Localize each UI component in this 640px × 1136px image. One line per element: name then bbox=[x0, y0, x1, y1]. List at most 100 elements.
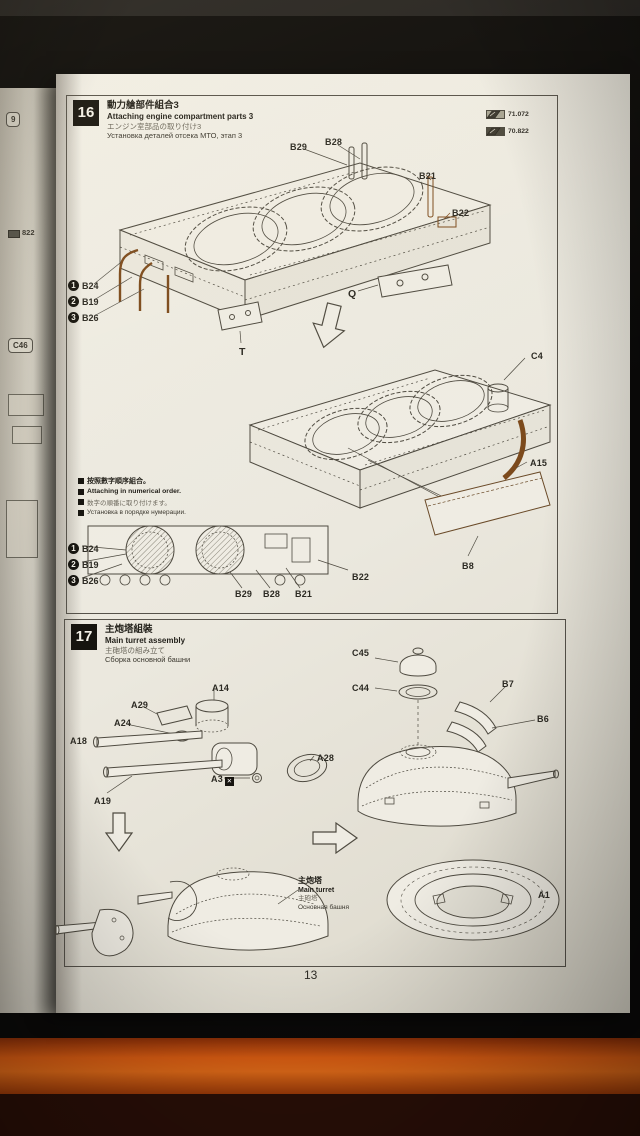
part-label-b6: B6 bbox=[537, 714, 549, 724]
part-label-b21: B21 bbox=[419, 171, 437, 181]
assembled-turret-drawing bbox=[137, 867, 329, 951]
table-surface-dark bbox=[0, 1094, 640, 1136]
turret-note-zh: 主炮塔 bbox=[298, 876, 322, 885]
turret-body bbox=[357, 744, 559, 827]
step16-titles: 動力艙部件組合3 Attaching engine compartment pa… bbox=[107, 100, 253, 141]
part-label-b19: B19 bbox=[82, 296, 99, 307]
ordered-part-2: 2 B19 bbox=[68, 296, 99, 307]
step16-header: 16 動力艙部件組合3 Attaching engine compartment… bbox=[73, 100, 253, 141]
part-b7-rail bbox=[454, 685, 507, 735]
note-line-ja: 数字の順番に取り付けます。 bbox=[78, 497, 186, 507]
note-text-ru: Установка в порядке нумерации. bbox=[87, 509, 186, 516]
rod-parts-b24-b19-b26 bbox=[93, 248, 170, 317]
assembly-arrow-down-icon bbox=[104, 812, 134, 853]
part-label-b7: B7 bbox=[502, 679, 514, 689]
note-line-ru: Установка в порядке нумерации. bbox=[78, 509, 186, 516]
part-b8-plate bbox=[424, 471, 551, 557]
part-label-a19: A19 bbox=[94, 796, 112, 806]
part-a14-drum bbox=[195, 690, 229, 733]
ordered-part-3: 3 B26 bbox=[68, 575, 99, 586]
part-label-b28: B28 bbox=[325, 137, 343, 147]
brush-icon bbox=[486, 127, 501, 136]
part-label-c4: C4 bbox=[531, 351, 543, 361]
pipe-parts-b29-b28 bbox=[303, 142, 368, 180]
part-label-b29-bottom: B29 bbox=[235, 589, 253, 599]
order-number-icon: 1 bbox=[68, 543, 79, 554]
ordered-part-1: 1 B24 bbox=[68, 543, 99, 554]
step17-title-en: Main turret assembly bbox=[105, 635, 186, 645]
part-label-b19: B19 bbox=[82, 559, 99, 570]
leader-lines bbox=[81, 545, 349, 589]
part-label-b28-bottom: B28 bbox=[263, 589, 281, 599]
paint-callout-1: 71.072 bbox=[486, 110, 529, 119]
page-number: 13 bbox=[304, 968, 318, 982]
turret-assembly-drawing bbox=[357, 647, 559, 827]
part-label-a1: A1 bbox=[538, 890, 550, 900]
step17-number-badge: 17 bbox=[71, 624, 97, 650]
order-number-icon: 3 bbox=[68, 312, 79, 323]
engine-openings bbox=[304, 374, 493, 461]
turret-body bbox=[167, 867, 329, 951]
gun-parts-drawing bbox=[93, 690, 328, 794]
brush-icon bbox=[486, 110, 501, 119]
note-marker-icon bbox=[78, 478, 84, 484]
part-c4-cylinder bbox=[487, 357, 526, 413]
step16-title-en: Attaching engine compartment parts 3 bbox=[107, 111, 254, 121]
part-label-b24: B24 bbox=[82, 280, 99, 291]
step16-number-badge: 16 bbox=[73, 100, 99, 126]
step17-header: 17 主炮塔組裝 Main turret assembly 主砲塔の組み立て С… bbox=[71, 624, 190, 665]
mantlet-piece-drawing bbox=[54, 908, 134, 957]
left-page-part-label: C46 bbox=[8, 338, 33, 353]
note-text-en: Attaching in numerical order. bbox=[87, 488, 182, 495]
ordered-part-3: 3 B26 bbox=[68, 312, 99, 323]
note-line-en: Attaching in numerical order. bbox=[78, 488, 186, 495]
ordered-part-1: 1 B24 bbox=[68, 280, 99, 291]
hull-deck bbox=[118, 162, 492, 321]
paint-code: 71.072 bbox=[508, 111, 529, 118]
rod-parts-b21-b22 bbox=[425, 174, 457, 228]
part-label-b22: B22 bbox=[452, 208, 470, 218]
assembly-arrow-down-icon bbox=[312, 302, 346, 349]
engine-openings bbox=[184, 166, 424, 272]
mantlet-housing bbox=[211, 742, 258, 776]
note-line-zh: 按照數字順序組合。 bbox=[78, 476, 186, 486]
note-text-zh: 按照數字順序組合。 bbox=[87, 478, 150, 485]
part-label-a3: A3✕ bbox=[211, 774, 234, 786]
part-label-c44: C44 bbox=[352, 683, 370, 693]
part-a29-bracket bbox=[141, 705, 193, 726]
left-page-fragment-box: 9 bbox=[6, 112, 21, 127]
step17-title-zh: 主炮塔組裝 bbox=[105, 624, 153, 635]
part-label-t: T bbox=[239, 346, 246, 358]
hull-front-elevation-drawing bbox=[81, 525, 349, 589]
engine-deck-drawing-2 bbox=[248, 357, 552, 557]
part-label-b22-bottom: B22 bbox=[352, 572, 370, 582]
part-label-q: Q bbox=[348, 288, 357, 300]
part-label-a28: A28 bbox=[317, 753, 335, 763]
step17-title-ja: 主砲塔の組み立て bbox=[105, 645, 165, 655]
step16-title-ru: Установка деталей отсека МТО, этап 3 bbox=[107, 131, 243, 141]
boxed-x-icon: ✕ bbox=[224, 777, 234, 786]
road-wheels bbox=[99, 574, 306, 586]
left-page-paint-chip bbox=[8, 230, 20, 238]
step16-title-ja: エンジン室部品の取り付け3 bbox=[107, 121, 202, 131]
paint-code: 70.822 bbox=[508, 128, 529, 135]
part-t bbox=[217, 301, 263, 344]
part-q bbox=[357, 264, 453, 298]
engine-deck-drawing-1 bbox=[93, 142, 492, 344]
part-label-b21-bottom: B21 bbox=[295, 589, 313, 599]
turret-note-en: Main turret bbox=[298, 887, 335, 895]
adjacent-page-edge: 9 822 C46 bbox=[0, 88, 56, 1013]
part-label-b26: B26 bbox=[82, 312, 99, 323]
note-marker-icon bbox=[78, 488, 84, 495]
part-label-b24: B24 bbox=[82, 543, 99, 554]
part-label-a24: A24 bbox=[114, 718, 132, 728]
note-marker-icon bbox=[78, 499, 84, 505]
main-turret-note: 主炮塔 Main turret 主砲塔 Основная башня bbox=[298, 876, 349, 912]
ordered-part-2: 2 B19 bbox=[68, 559, 99, 570]
part-a15-duct bbox=[502, 419, 528, 480]
part-a28-ring bbox=[286, 753, 328, 783]
left-page-paint-code: 822 bbox=[22, 228, 35, 237]
part-a19-barrel bbox=[103, 759, 223, 794]
part-c45-cupola bbox=[374, 647, 437, 677]
